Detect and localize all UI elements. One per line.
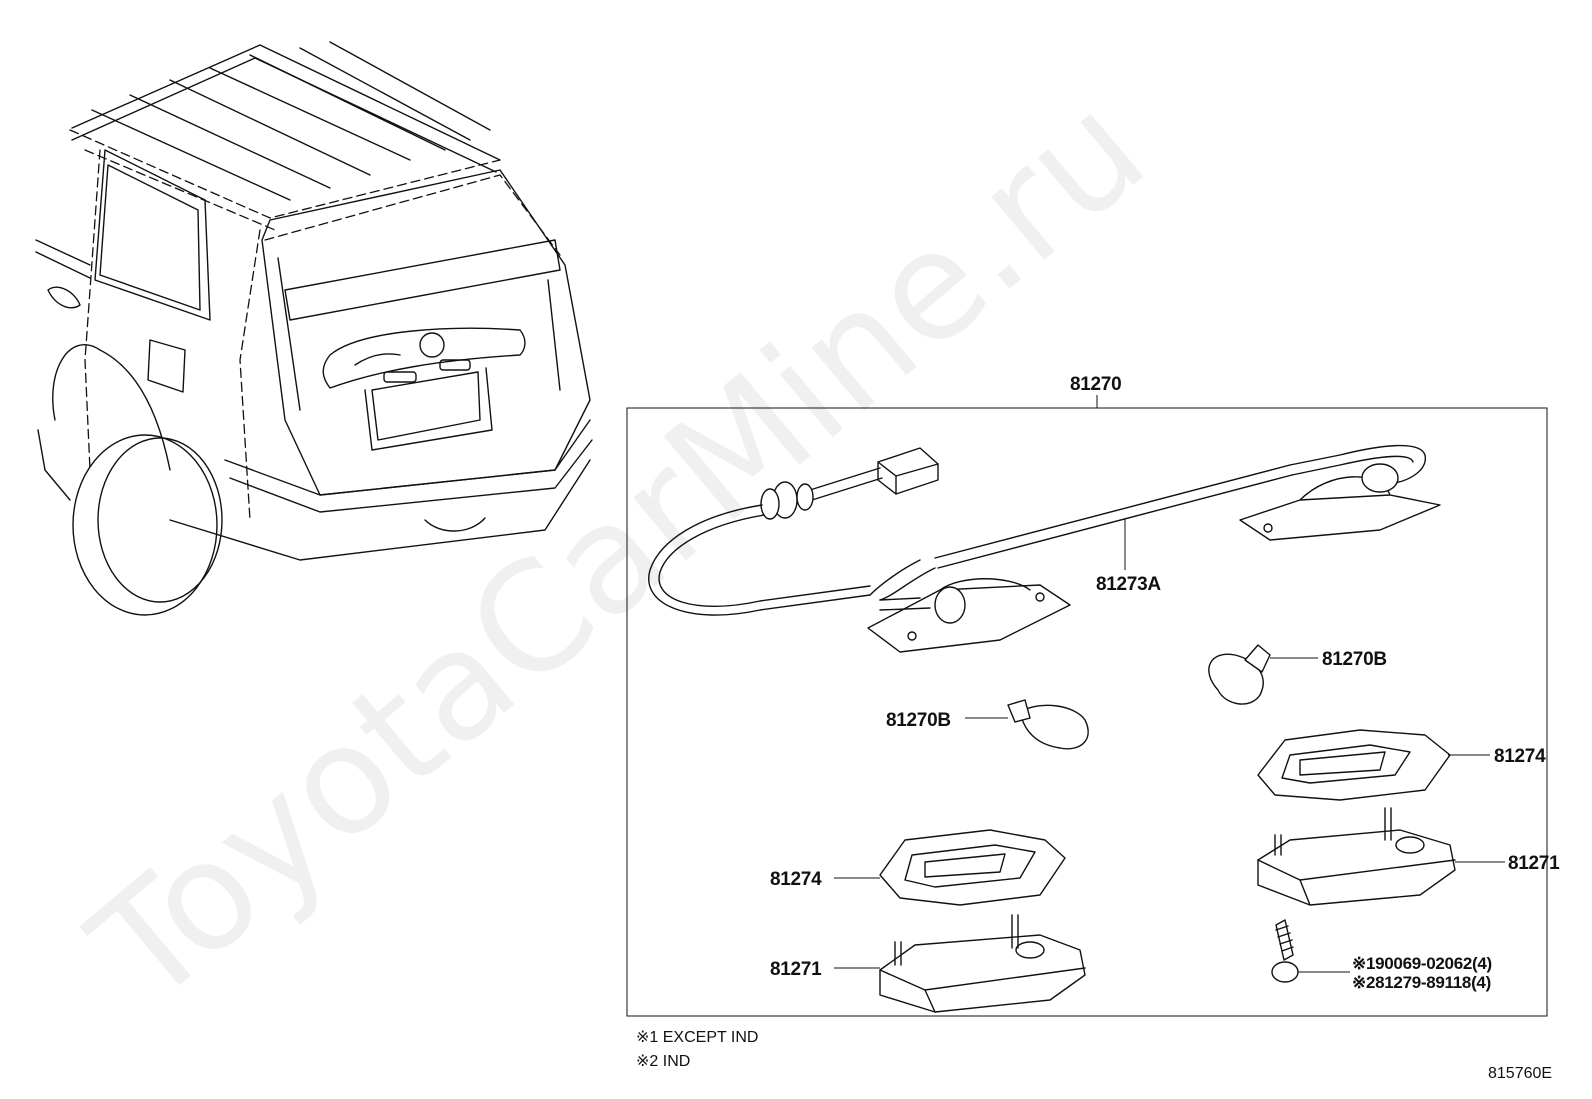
lens-left: 81274 [770, 829, 1066, 906]
housing-left-label: 81271 [770, 959, 822, 980]
bulb-right-label: 81270B [1322, 649, 1387, 670]
lens-left-label: 81274 [770, 869, 822, 890]
screw-label-2: ※281279-89118(4) [1352, 973, 1491, 992]
figure-code: 815760E [1488, 1065, 1552, 1082]
assembly-label: 81270 [1070, 374, 1121, 395]
housing-right-label: 81271 [1508, 853, 1560, 874]
screw-label-1: ※190069-02062(4) [1352, 954, 1492, 973]
wire-harness: 81273A [648, 444, 1441, 653]
screw: ※190069-02062(4) ※281279-89118(4) [1271, 919, 1492, 992]
footnote-2: ※2 IND [636, 1053, 690, 1070]
bulb-left: 81270B [886, 699, 1089, 750]
housing-left: 81271 [770, 914, 1086, 1013]
bulb-right: 81270B [1208, 644, 1387, 705]
bulb-left-label: 81270B [886, 710, 951, 731]
housing-right: 81271 [1257, 807, 1560, 906]
wire-label: 81273A [1096, 574, 1161, 595]
assembly-frame: 81270 [626, 374, 1548, 1017]
lens-right: 81274 [1257, 729, 1546, 801]
lens-right-label: 81274 [1494, 746, 1546, 767]
vehicle-rear-illustration [35, 41, 593, 616]
footnote-1: ※1 EXCEPT IND [636, 1029, 758, 1046]
